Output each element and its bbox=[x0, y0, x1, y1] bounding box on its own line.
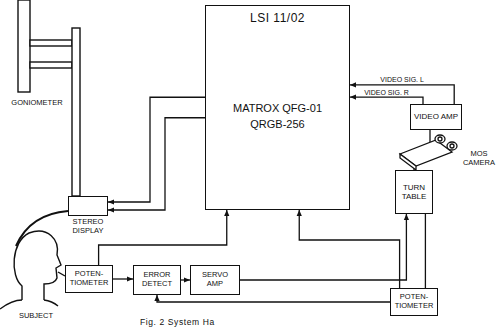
potentiometer-box: POTEN- TIOMETER bbox=[65, 265, 113, 293]
arrow-head bbox=[350, 94, 356, 99]
detector-box: ERROR DETECT bbox=[133, 265, 181, 295]
signal-line bbox=[425, 214, 426, 288]
arrow-head bbox=[108, 207, 114, 212]
turntable-box: TURN TABLE bbox=[395, 170, 433, 214]
goniometer-frame bbox=[18, 0, 80, 196]
signal-line bbox=[240, 214, 406, 280]
signal-line bbox=[108, 118, 205, 210]
signal-line bbox=[350, 85, 454, 104]
signal-line bbox=[157, 295, 390, 302]
signal-line bbox=[99, 210, 227, 265]
display-box: STEREO DISPLAY bbox=[68, 196, 108, 216]
box-label: ERROR DETECT bbox=[137, 271, 177, 288]
signal-line bbox=[350, 97, 423, 104]
part-label: SUBJECT bbox=[6, 312, 66, 321]
box-body: MATROX QFG-01 QRGB-256 bbox=[233, 100, 323, 133]
box-label: TURN TABLE bbox=[399, 183, 429, 201]
computer-box: LSI 11/02MATROX QFG-01 QRGB-256 bbox=[205, 5, 350, 210]
potentiometer-box: POTEN- TIOMETER bbox=[390, 288, 438, 316]
arrow-head bbox=[108, 199, 114, 204]
arrow-head bbox=[350, 82, 356, 87]
amplifier-box: VIDEO AMP bbox=[410, 104, 462, 130]
signal-line bbox=[299, 210, 399, 288]
box-label: POTEN- TIOMETER bbox=[394, 293, 434, 310]
box-label: STEREO DISPLAY bbox=[61, 218, 115, 235]
arrow-head bbox=[404, 214, 409, 220]
figure-caption: Fig. 2 System Ha bbox=[140, 318, 215, 328]
part-label: GONIOMETER bbox=[6, 99, 68, 108]
arrow-head bbox=[224, 210, 229, 216]
arrow-head bbox=[154, 295, 159, 301]
box-label: POTEN- TIOMETER bbox=[69, 270, 109, 287]
part-label: MOS CAMERA bbox=[461, 150, 497, 167]
box-label: LSI 11/02 bbox=[250, 12, 305, 26]
signal-line bbox=[108, 97, 205, 202]
signal-label: VIDEO SIG. L bbox=[379, 76, 425, 83]
arrow-head bbox=[297, 210, 302, 216]
signal-label: VIDEO SIG. R bbox=[363, 89, 410, 96]
subject-figure bbox=[0, 211, 68, 309]
mos-camera bbox=[400, 130, 457, 170]
amplifier-box: SERVO AMP bbox=[190, 265, 240, 295]
box-label: VIDEO AMP bbox=[414, 112, 458, 121]
box-label: SERVO AMP bbox=[194, 271, 236, 288]
